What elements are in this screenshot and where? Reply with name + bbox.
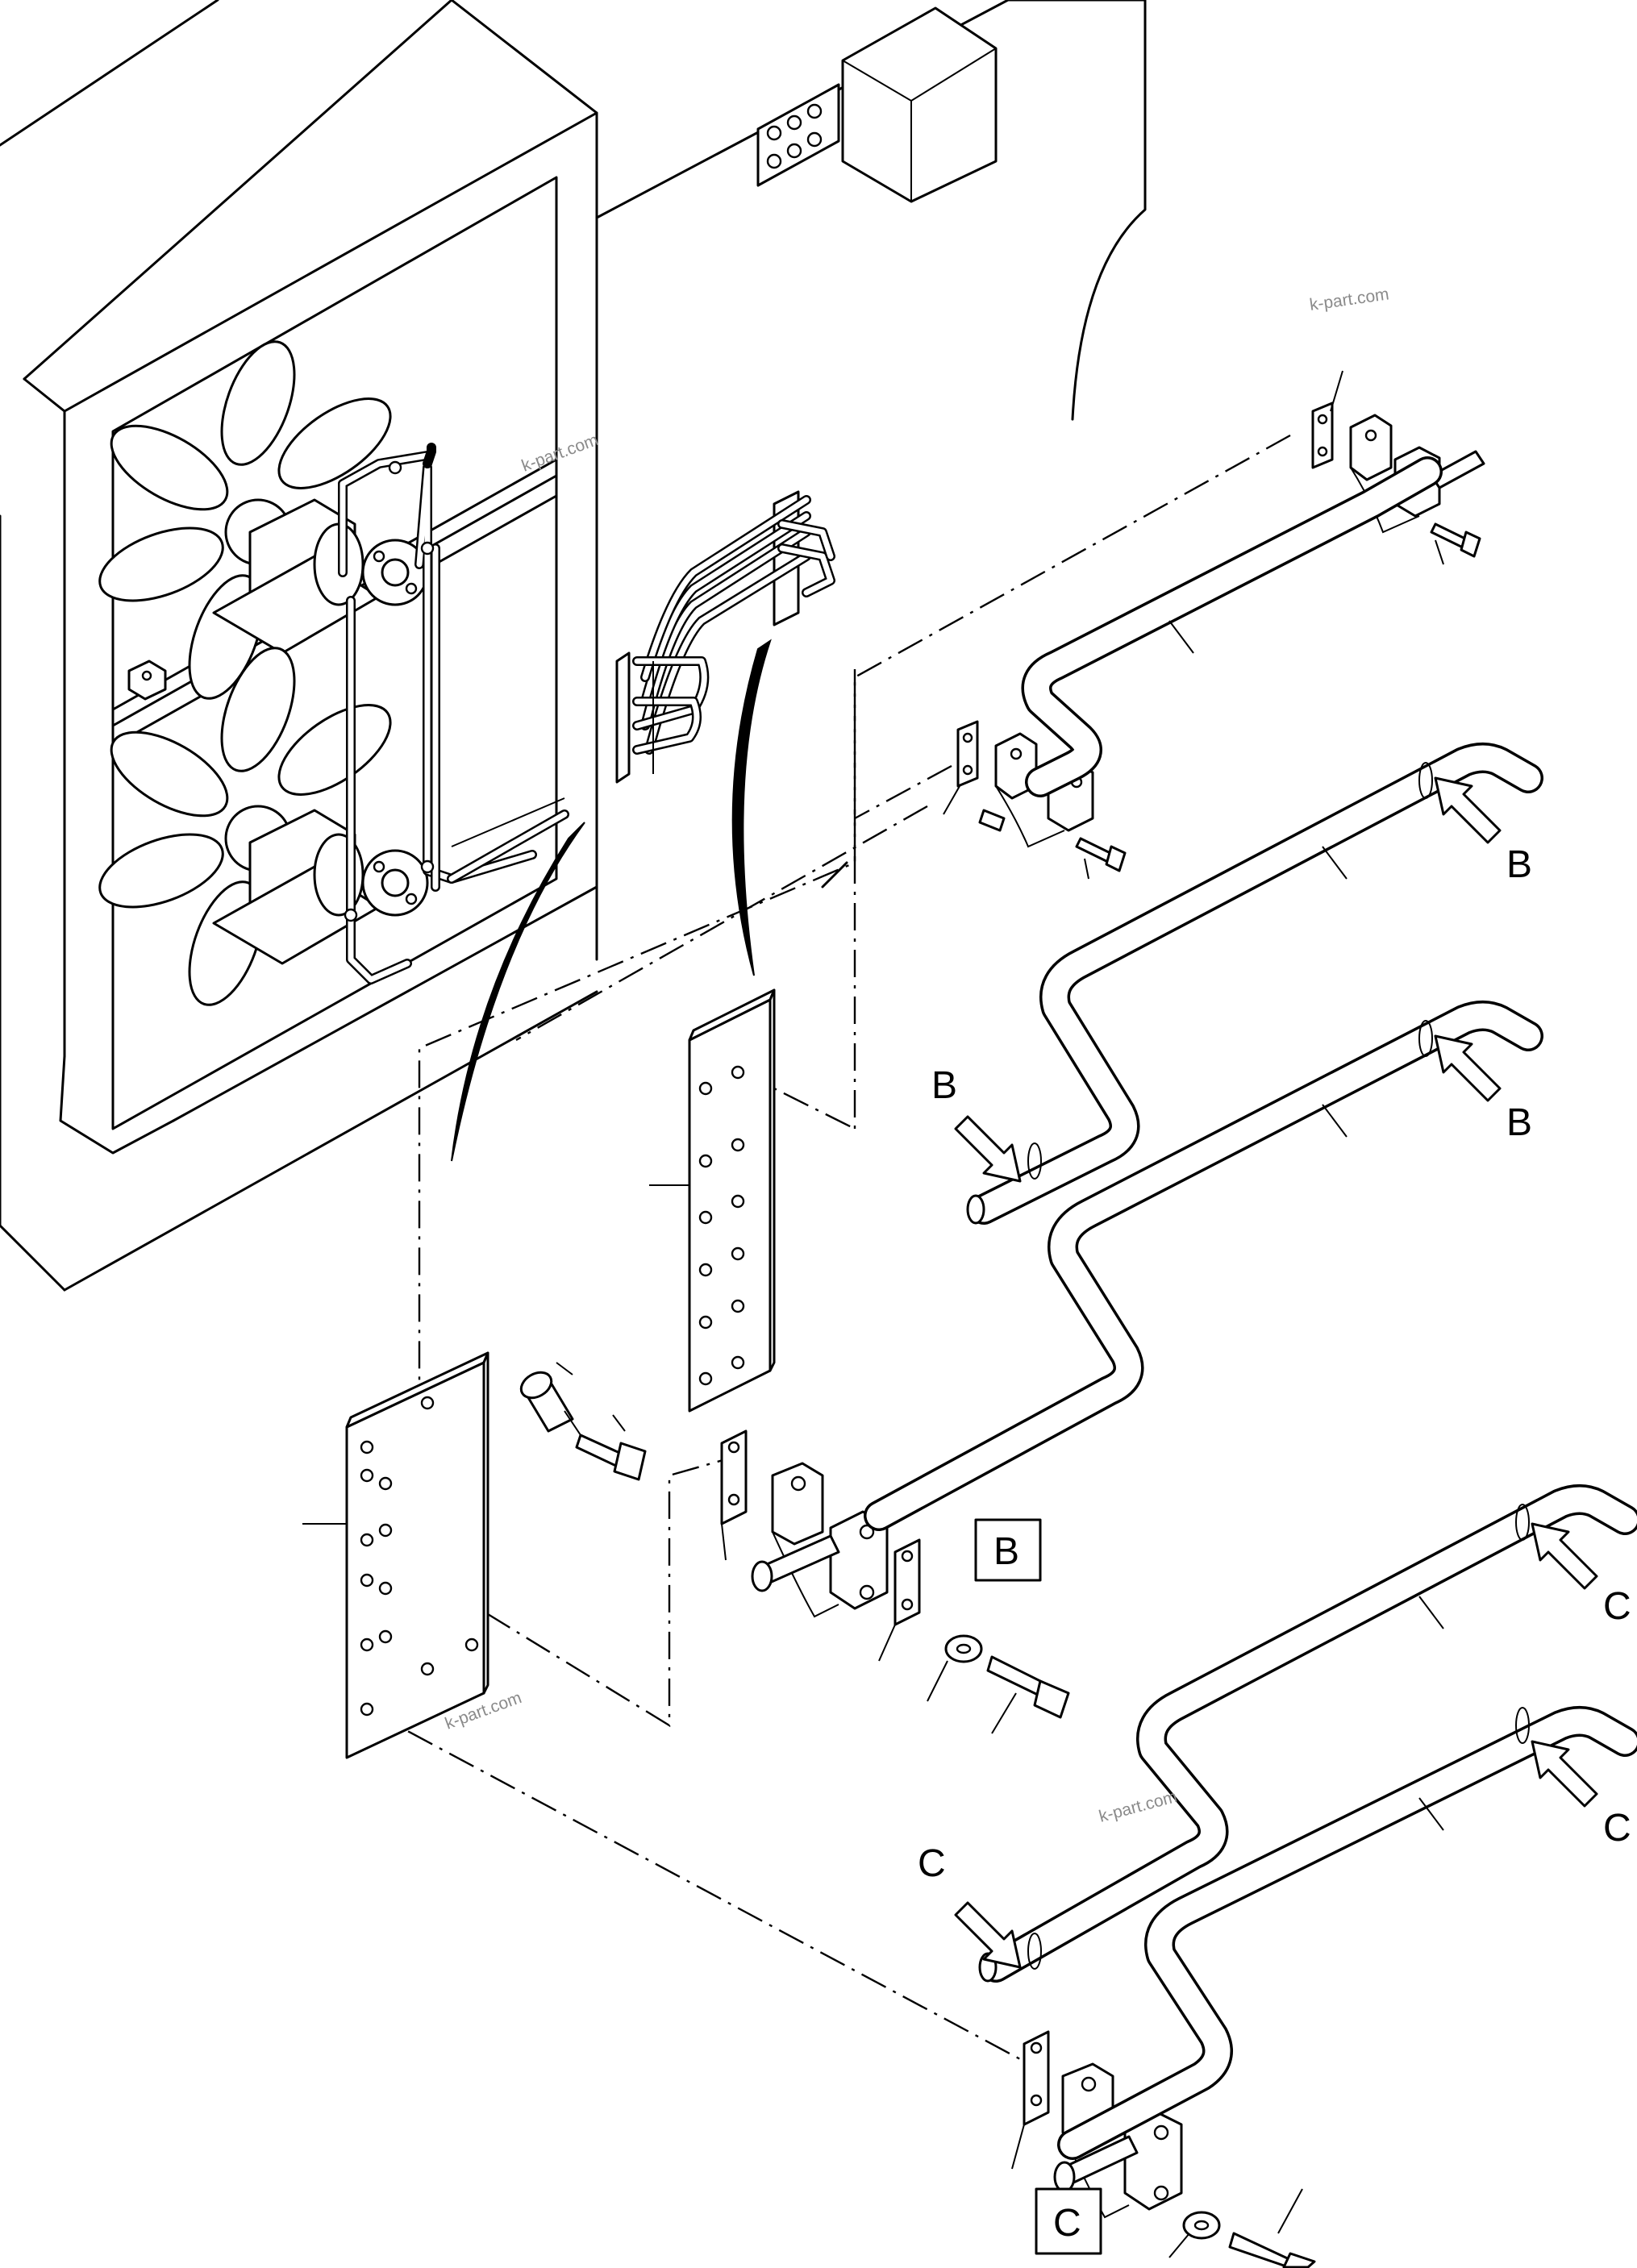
label-c-box-frame [1035, 2187, 1102, 2255]
fan-hydraulic-tubes [338, 443, 569, 984]
hose-manifold [615, 490, 835, 784]
pipe-5 [1057, 1706, 1637, 2160]
upper-fan-assembly [98, 340, 429, 700]
machine-housing [0, 0, 1147, 1292]
pointer-arrow-right [731, 639, 772, 976]
watermark-2: k-part.com [519, 431, 601, 476]
mounting-plate-upper [649, 988, 776, 1413]
mounting-plate-lower [302, 1351, 489, 1759]
label-c-box: C [1053, 2202, 1081, 2245]
label-c-right-1: C [1603, 1585, 1631, 1628]
pipe-3 [864, 1001, 1543, 1531]
pointer-arrow-left [451, 822, 585, 1162]
label-b-box: B [993, 1530, 1019, 1573]
exploded-view-lines [366, 434, 1291, 2074]
watermark-4: k-part.com [1097, 1787, 1179, 1826]
label-b-mid-left: B [931, 1064, 957, 1107]
pipe-2 [966, 743, 1543, 1225]
clamp-lower-b [720, 1429, 1070, 1734]
clamp-bottom-c [1011, 2030, 1316, 2268]
label-b-box-frame [974, 1518, 1042, 1582]
label-c-right-2: C [1603, 1807, 1631, 1850]
label-c-left: C [918, 1842, 946, 1885]
label-b-mid-right: B [1506, 1101, 1532, 1144]
spacer-and-bolt [519, 1362, 647, 1481]
direction-arrows [954, 776, 1598, 1969]
pipe-1 [1021, 456, 1443, 797]
watermark-1: k-part.com [1308, 285, 1389, 314]
label-b-top-right: B [1506, 843, 1532, 886]
